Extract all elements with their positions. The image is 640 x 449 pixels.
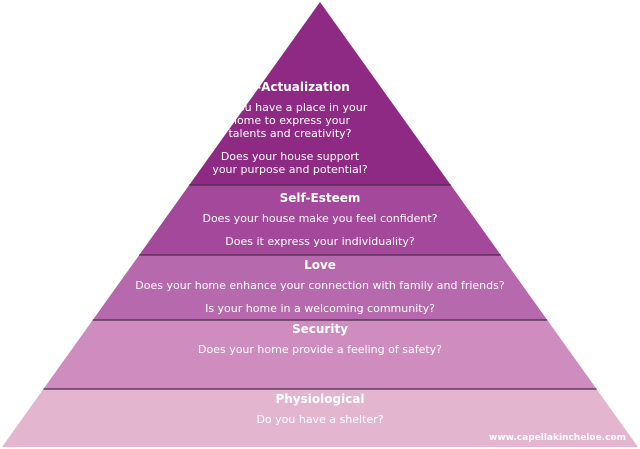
question-line: Does your home provide a feeling of safe… — [198, 343, 442, 356]
question-line: Do you have a shelter? — [256, 413, 384, 426]
question-line: Does your house support — [220, 150, 360, 163]
tier-love: Love Does your home enhance your connect… — [110, 258, 530, 315]
tier-title: Physiological — [275, 392, 365, 406]
tier-questions: Do you have a shelter? — [60, 413, 580, 426]
question-spacer — [200, 140, 380, 150]
question-line: Is your home in a welcoming community? — [205, 302, 435, 315]
band-physiological — [2, 389, 638, 447]
tier-title: Self-Actualization — [230, 80, 350, 94]
band-self-actualization — [189, 2, 451, 185]
tier-title: Self-Esteem — [279, 191, 361, 205]
band-security — [43, 320, 597, 389]
tier-security: Security Does your home provide a feelin… — [90, 322, 550, 356]
tier-title: Love — [304, 258, 336, 272]
band-love — [92, 255, 548, 320]
question-line: Does your home enhance your connection w… — [135, 279, 505, 292]
question-line: Do you have a place in your — [212, 101, 368, 114]
tier-questions: Does your home provide a feeling of safe… — [90, 343, 550, 356]
tier-self-esteem: Self-Esteem Does your house make you fee… — [160, 191, 480, 248]
question-line: talents and creativity? — [228, 127, 352, 140]
question-line: your purpose and potential? — [212, 163, 368, 176]
question-line: Does it express your individuality? — [225, 235, 415, 248]
tier-questions: Does your home enhance your connection w… — [110, 279, 530, 315]
watermark-url: www.capellakincheloe.com — [489, 433, 626, 443]
question-spacer — [110, 292, 530, 302]
tier-title: Security — [291, 322, 349, 336]
tier-self-actualization: Self-Actualization Do you have a place i… — [200, 80, 380, 176]
band-self-esteem — [139, 185, 501, 255]
tier-questions: Does your house make you feel confident?… — [160, 212, 480, 248]
question-line: Does your house make you feel confident? — [202, 212, 438, 225]
question-line: home to express your — [229, 114, 351, 127]
question-spacer — [160, 225, 480, 235]
tier-physiological: Physiological Do you have a shelter? — [60, 392, 580, 426]
